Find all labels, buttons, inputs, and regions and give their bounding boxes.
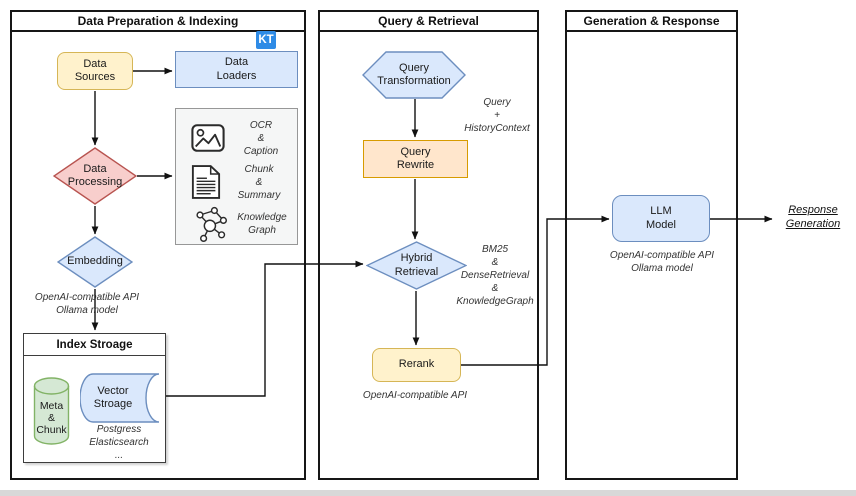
bottom-bar: [0, 490, 856, 496]
node-vector-storage: Vector Stroage: [79, 373, 160, 423]
response-generation-label: Response Generation: [785, 204, 841, 231]
hybrid-retrieval-label: Hybrid Retrieval: [394, 252, 439, 278]
query-transformation-hexagon: [362, 51, 466, 99]
ocr-caption-label: OCR & Caption: [243, 119, 279, 157]
query-context-note: Query + HistoryContext: [464, 97, 530, 134]
node-rerank: Rerank: [372, 348, 461, 382]
embedding-label: Embedding: [67, 255, 123, 268]
node-meta-chunk: Meta & Chunk: [33, 376, 70, 446]
embedding-diamond: [56, 236, 134, 288]
node-query-transformation: Query Transformation: [362, 51, 466, 99]
node-hybrid-retrieval: Hybrid Retrieval: [365, 241, 468, 290]
section-title-generation-response: Generation & Response: [567, 12, 736, 32]
node-data-sources: Data Sources: [57, 52, 133, 90]
embedding-note: OpenAI-compatible API Ollama model: [34, 292, 140, 316]
query-transformation-label: Query Transformation: [377, 61, 451, 87]
processing-methods-box: OCR & Caption Chunk & Summary: [175, 108, 298, 245]
hybrid-retrieval-note: BM25 & DenseRetrieval & KnowledgeGraph: [456, 244, 534, 307]
chunk-summary-row: Chunk & Summary: [176, 160, 297, 204]
data-processing-label: Data Processing: [67, 162, 123, 188]
knowledge-graph-row: Knowledge Graph: [176, 204, 297, 244]
section-title-data-preparation: Data Preparation & Indexing: [12, 12, 304, 32]
meta-chunk-cylinder: [33, 377, 70, 445]
node-data-loaders: Data Loaders: [175, 51, 298, 88]
ocr-caption-row: OCR & Caption: [176, 116, 297, 160]
picture-icon: [191, 124, 225, 152]
vector-storage-shape: [79, 373, 160, 423]
node-query-rewrite: Query Rewrite: [363, 140, 468, 178]
hybrid-retrieval-diamond: [365, 241, 468, 290]
node-llm-model: LLM Model: [612, 195, 710, 242]
section-title-query-retrieval: Query & Retrieval: [320, 12, 537, 32]
index-storage-box: Index Stroage Meta & Chunk Vector Stroag…: [23, 333, 166, 463]
rerank-note: OpenAI-compatible API: [362, 390, 468, 401]
node-data-processing: Data Processing: [52, 147, 138, 205]
vector-storage-note: Postgress Elasticsearch ...: [89, 424, 149, 461]
document-icon: [191, 165, 221, 199]
node-embedding: Embedding: [56, 236, 134, 288]
knowledge-graph-icon: [196, 206, 227, 242]
data-processing-diamond: [52, 147, 138, 205]
knowledge-graph-label: Knowledge Graph: [237, 212, 287, 236]
llm-model-note: OpenAI-compatible API Ollama model: [609, 250, 715, 274]
chunk-summary-label: Chunk & Summary: [237, 163, 281, 201]
section-generation-response: Generation & Response: [565, 10, 738, 480]
kt-logo: KT: [256, 31, 276, 49]
vector-storage-label: Vector Stroage: [93, 384, 133, 410]
index-storage-title: Index Stroage: [24, 334, 165, 356]
meta-chunk-label: Meta & Chunk: [36, 399, 67, 437]
